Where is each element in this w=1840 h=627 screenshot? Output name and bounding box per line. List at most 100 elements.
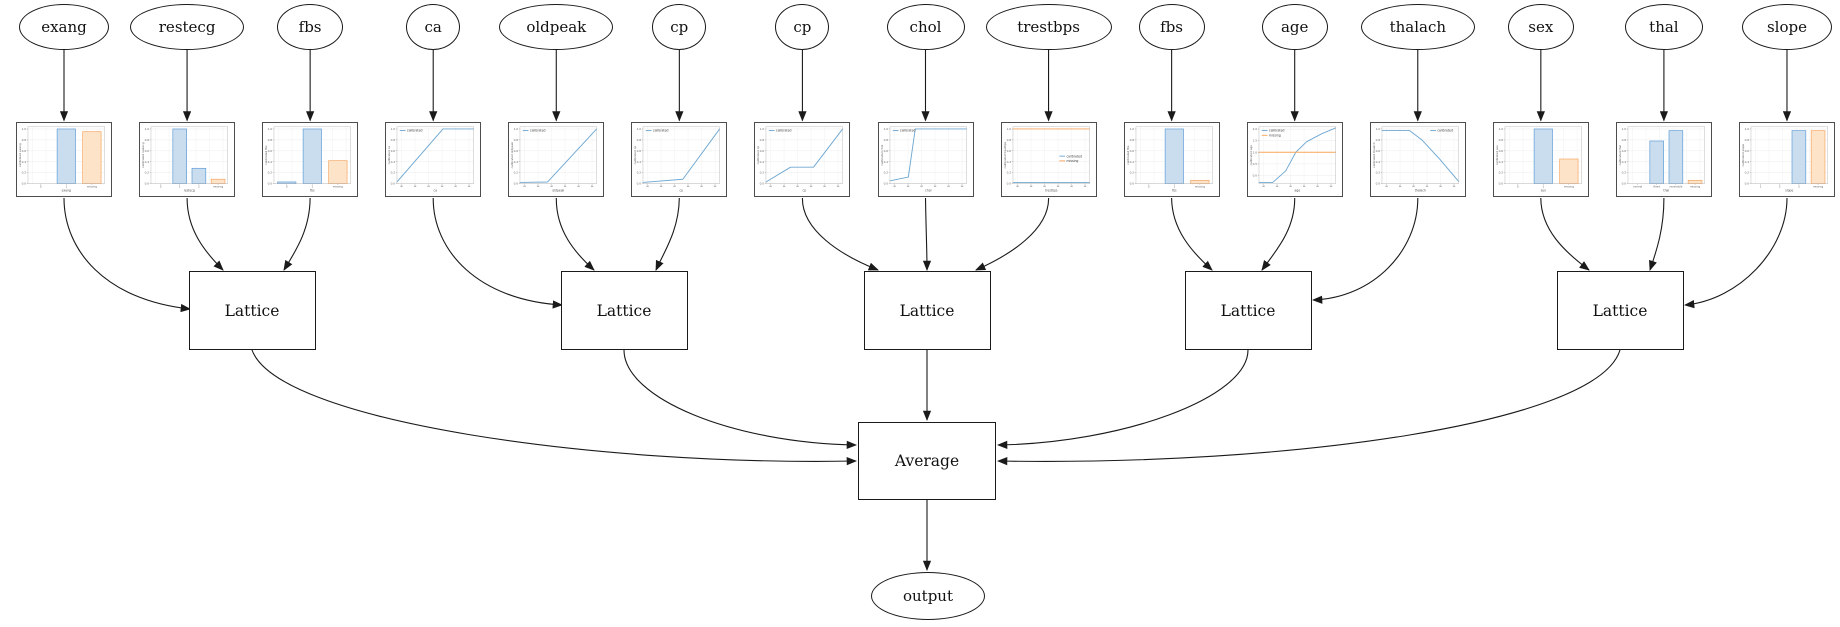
svg-text:0.0: 0.0 <box>1129 182 1134 186</box>
svg-text:0.0: 0.0 <box>514 182 519 186</box>
svg-text:1.0: 1.0 <box>637 127 642 131</box>
svg-text:0.6: 0.6 <box>1375 149 1380 153</box>
svg-text:0.2: 0.2 <box>22 171 27 175</box>
feature-node-label: trestbps <box>1017 18 1080 36</box>
svg-text:0.2: 0.2 <box>883 171 888 175</box>
svg-text:0.8: 0.8 <box>145 138 150 142</box>
svg-text:calibrated: calibrated <box>653 129 669 133</box>
svg-text:0.6: 0.6 <box>514 149 519 153</box>
lattice-node-1: Lattice <box>188 271 316 350</box>
svg-text:0.0: 0.0 <box>1006 182 1011 186</box>
svg-text:oldpeak: oldpeak <box>553 189 565 193</box>
svg-text:1.0: 1.0 <box>268 127 273 131</box>
svg-text:calibrated thal: calibrated thal <box>1618 145 1622 166</box>
svg-text:1.0: 1.0 <box>22 127 27 131</box>
svg-text:calibrated cp: calibrated cp <box>756 146 760 165</box>
feature-node-label: exang <box>41 18 87 36</box>
lattice-node-label: Lattice <box>224 301 280 320</box>
svg-text:1: 1 <box>312 185 314 189</box>
svg-text:0.6: 0.6 <box>1745 149 1750 153</box>
svg-text:1.0: 1.0 <box>1006 127 1011 131</box>
svg-text:0.0: 0.0 <box>1498 182 1503 186</box>
svg-text:1: 1 <box>65 185 67 189</box>
svg-text:0.0: 0.0 <box>1375 182 1380 186</box>
svg-text:0.0: 0.0 <box>760 182 765 186</box>
svg-text:calibrated age: calibrated age <box>1248 145 1252 166</box>
svg-text:0.4: 0.4 <box>514 160 519 164</box>
svg-text:0.6: 0.6 <box>1498 149 1503 153</box>
lattice-node-label: Lattice <box>1220 301 1276 320</box>
svg-text:calibrated: calibrated <box>776 129 792 133</box>
edge-chart-thal-to-lattice-5 <box>1649 197 1665 271</box>
feature-node-cp-6: cp <box>775 4 830 50</box>
svg-text:calibrated slope: calibrated slope <box>1741 144 1745 167</box>
svg-text:0: 0 <box>1148 185 1150 189</box>
svg-text:missing: missing <box>1564 185 1574 189</box>
svg-text:2: 2 <box>1779 185 1781 189</box>
svg-text:ca: ca <box>434 189 438 193</box>
edge-chart-cp-to-lattice-3 <box>801 197 879 271</box>
feature-node-slope-14: slope <box>1742 4 1832 50</box>
lattice-node-label: Lattice <box>899 301 955 320</box>
svg-text:0.8: 0.8 <box>637 138 642 142</box>
svg-text:0.6: 0.6 <box>391 149 396 153</box>
svg-text:calibrated thalach: calibrated thalach <box>1372 142 1376 168</box>
svg-text:0.0: 0.0 <box>391 182 396 186</box>
svg-text:chol: chol <box>925 189 931 193</box>
svg-text:calibrated cp: calibrated cp <box>633 146 637 165</box>
svg-text:0.2: 0.2 <box>1375 171 1380 175</box>
svg-text:0.0: 0.0 <box>1252 174 1257 178</box>
svg-text:0.4: 0.4 <box>1745 160 1750 164</box>
svg-text:missing: missing <box>333 185 343 189</box>
feature-node-ca-3: ca <box>406 4 461 50</box>
svg-text:0.8: 0.8 <box>1375 138 1380 142</box>
svg-text:calibrated: calibrated <box>1269 129 1285 133</box>
lattice-node-2: Lattice <box>560 271 688 350</box>
svg-text:0.6: 0.6 <box>1129 149 1134 153</box>
svg-text:0.2: 0.2 <box>514 171 519 175</box>
edge-chart-slope-to-lattice-5 <box>1683 197 1788 309</box>
svg-text:calibrated exang: calibrated exang <box>18 143 22 167</box>
svg-text:0.2: 0.2 <box>1745 171 1750 175</box>
edge-chart-oldpeak-to-lattice-2 <box>555 197 595 271</box>
svg-text:0: 0 <box>40 185 42 189</box>
output-node-label: output <box>902 587 953 605</box>
svg-text:3: 3 <box>1798 185 1800 189</box>
feature-node-sex-12: sex <box>1507 4 1574 50</box>
svg-text:0.4: 0.4 <box>22 160 27 164</box>
svg-text:age: age <box>1294 189 1300 193</box>
feature-node-label: chol <box>909 18 942 36</box>
feature-node-label: sex <box>1528 18 1554 36</box>
svg-text:0.8: 0.8 <box>1498 138 1503 142</box>
svg-text:0.6: 0.6 <box>145 149 150 153</box>
svg-text:0.2: 0.2 <box>760 171 765 175</box>
edge-chart-thalach-to-lattice-4 <box>1311 197 1419 304</box>
svg-text:cp: cp <box>680 189 684 193</box>
feature-node-age-10: age <box>1261 4 1328 50</box>
svg-text:0.4: 0.4 <box>391 160 396 164</box>
feature-node-thal-13: thal <box>1624 4 1703 50</box>
feature-node-label: age <box>1280 18 1309 36</box>
edge-chart-fbs-to-lattice-4 <box>1171 197 1213 271</box>
feature-node-fbs-9: fbs <box>1138 4 1205 50</box>
svg-text:1: 1 <box>1542 185 1544 189</box>
svg-text:0.4: 0.4 <box>145 160 150 164</box>
svg-text:1: 1 <box>1173 185 1175 189</box>
svg-text:0.6: 0.6 <box>1006 149 1011 153</box>
svg-text:restecg: restecg <box>184 189 195 193</box>
svg-text:0.8: 0.8 <box>391 138 396 142</box>
svg-text:0.2: 0.2 <box>1498 171 1503 175</box>
svg-text:calibrated: calibrated <box>407 129 423 133</box>
average-node: Average <box>858 422 996 500</box>
svg-text:0.8: 0.8 <box>883 138 888 142</box>
average-node-label: Average <box>894 452 960 470</box>
edge-chart-restecg-to-lattice-1 <box>186 197 224 271</box>
svg-text:0: 0 <box>1517 185 1519 189</box>
